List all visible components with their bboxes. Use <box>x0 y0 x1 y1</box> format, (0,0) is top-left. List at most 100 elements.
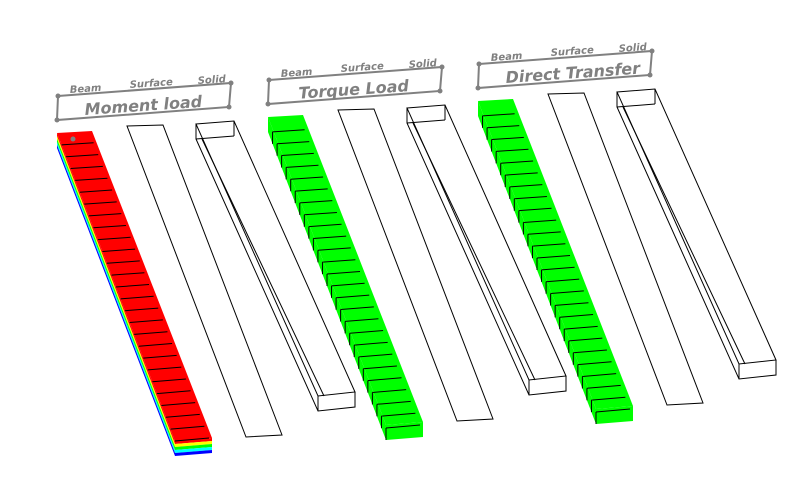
beam-model[interactable] <box>57 131 212 456</box>
beam-top <box>478 99 633 409</box>
mesh-line <box>152 378 186 383</box>
label-handle[interactable] <box>439 64 445 70</box>
mesh-line <box>568 337 603 342</box>
mesh-line <box>290 176 324 180</box>
mesh-line <box>514 195 547 200</box>
mesh-line <box>363 365 397 370</box>
mesh-line <box>358 353 393 358</box>
mesh-line <box>277 141 310 145</box>
mesh-line <box>295 188 328 192</box>
mesh-line <box>536 255 571 259</box>
mesh-line <box>134 331 168 335</box>
mesh-line <box>559 314 594 318</box>
group-title: Moment load <box>84 92 203 119</box>
beam-end-contour <box>175 438 212 444</box>
mesh-line <box>165 413 200 418</box>
beam-end <box>386 422 423 440</box>
surface-model[interactable] <box>337 108 494 422</box>
label-handle[interactable] <box>649 48 655 54</box>
mesh-line <box>317 247 351 251</box>
label-handle[interactable] <box>228 80 234 86</box>
label-handle[interactable] <box>226 104 232 110</box>
surface-model[interactable] <box>547 92 704 406</box>
beam-side-contour <box>57 136 175 447</box>
mesh-line <box>367 377 402 382</box>
beam-model[interactable] <box>478 99 633 424</box>
beam-end-contour <box>175 450 212 456</box>
mesh-line <box>129 319 163 324</box>
mesh-line <box>66 154 99 158</box>
mesh-line <box>61 142 94 146</box>
solid-edge <box>412 122 536 381</box>
mesh-line <box>496 148 529 152</box>
label-handle[interactable] <box>476 61 482 67</box>
mesh-line <box>331 282 365 287</box>
sub-label-surface: Surface <box>129 77 173 91</box>
mesh-line <box>505 172 538 176</box>
surface-model[interactable] <box>126 124 283 438</box>
mesh-line <box>70 165 103 170</box>
solid-model[interactable] <box>406 104 567 396</box>
mesh-line <box>174 437 210 442</box>
label-handle[interactable] <box>54 117 60 123</box>
mesh-line <box>313 235 347 239</box>
mesh-line <box>326 271 361 275</box>
sub-label-beam: Beam <box>69 83 101 96</box>
beam-side-contour <box>57 133 175 444</box>
mesh-line <box>349 330 384 334</box>
mesh-line <box>509 184 543 188</box>
mesh-line <box>527 231 561 235</box>
beam-end-contour <box>175 441 212 447</box>
sub-label-solid: Solid <box>618 42 648 55</box>
label-handle[interactable] <box>475 85 481 91</box>
mesh-line <box>586 384 621 389</box>
mesh-line <box>555 302 589 306</box>
label-handle[interactable] <box>266 77 272 83</box>
mesh-line <box>595 408 631 413</box>
solid-model[interactable] <box>616 88 777 380</box>
beam-end-contour <box>175 447 212 453</box>
mesh-line <box>111 272 145 276</box>
solid-edge <box>406 119 446 124</box>
mesh-line <box>97 236 131 241</box>
solid-edge <box>616 103 656 108</box>
label-handle[interactable] <box>55 93 61 99</box>
mesh-line <box>308 223 342 228</box>
mesh-line <box>281 152 314 157</box>
mesh-line <box>491 136 524 141</box>
node-marker[interactable] <box>70 136 76 142</box>
label-handle[interactable] <box>437 88 443 94</box>
solid-edge <box>622 106 746 365</box>
mesh-line <box>482 113 515 117</box>
solid-model[interactable] <box>195 120 356 412</box>
mesh-line <box>120 295 154 300</box>
mesh-line <box>376 400 411 405</box>
beam-side-contour <box>57 139 175 450</box>
solid-edge <box>195 135 235 140</box>
mesh-line <box>88 213 122 217</box>
mesh-line <box>170 425 205 430</box>
mesh-line <box>532 243 566 247</box>
mesh-line <box>541 266 575 271</box>
mesh-line <box>518 207 552 212</box>
mesh-line <box>93 224 126 229</box>
mesh-line <box>381 412 416 417</box>
mesh-line <box>125 307 159 312</box>
mesh-line <box>272 129 305 133</box>
mesh-line <box>500 160 534 164</box>
label-handle[interactable] <box>265 101 271 107</box>
sub-label-beam: Beam <box>490 51 522 64</box>
mesh-line <box>582 373 617 377</box>
sub-label-beam: Beam <box>280 67 312 80</box>
label-handle[interactable] <box>647 72 653 78</box>
beam-model[interactable] <box>268 115 423 440</box>
mesh-line <box>564 325 598 330</box>
